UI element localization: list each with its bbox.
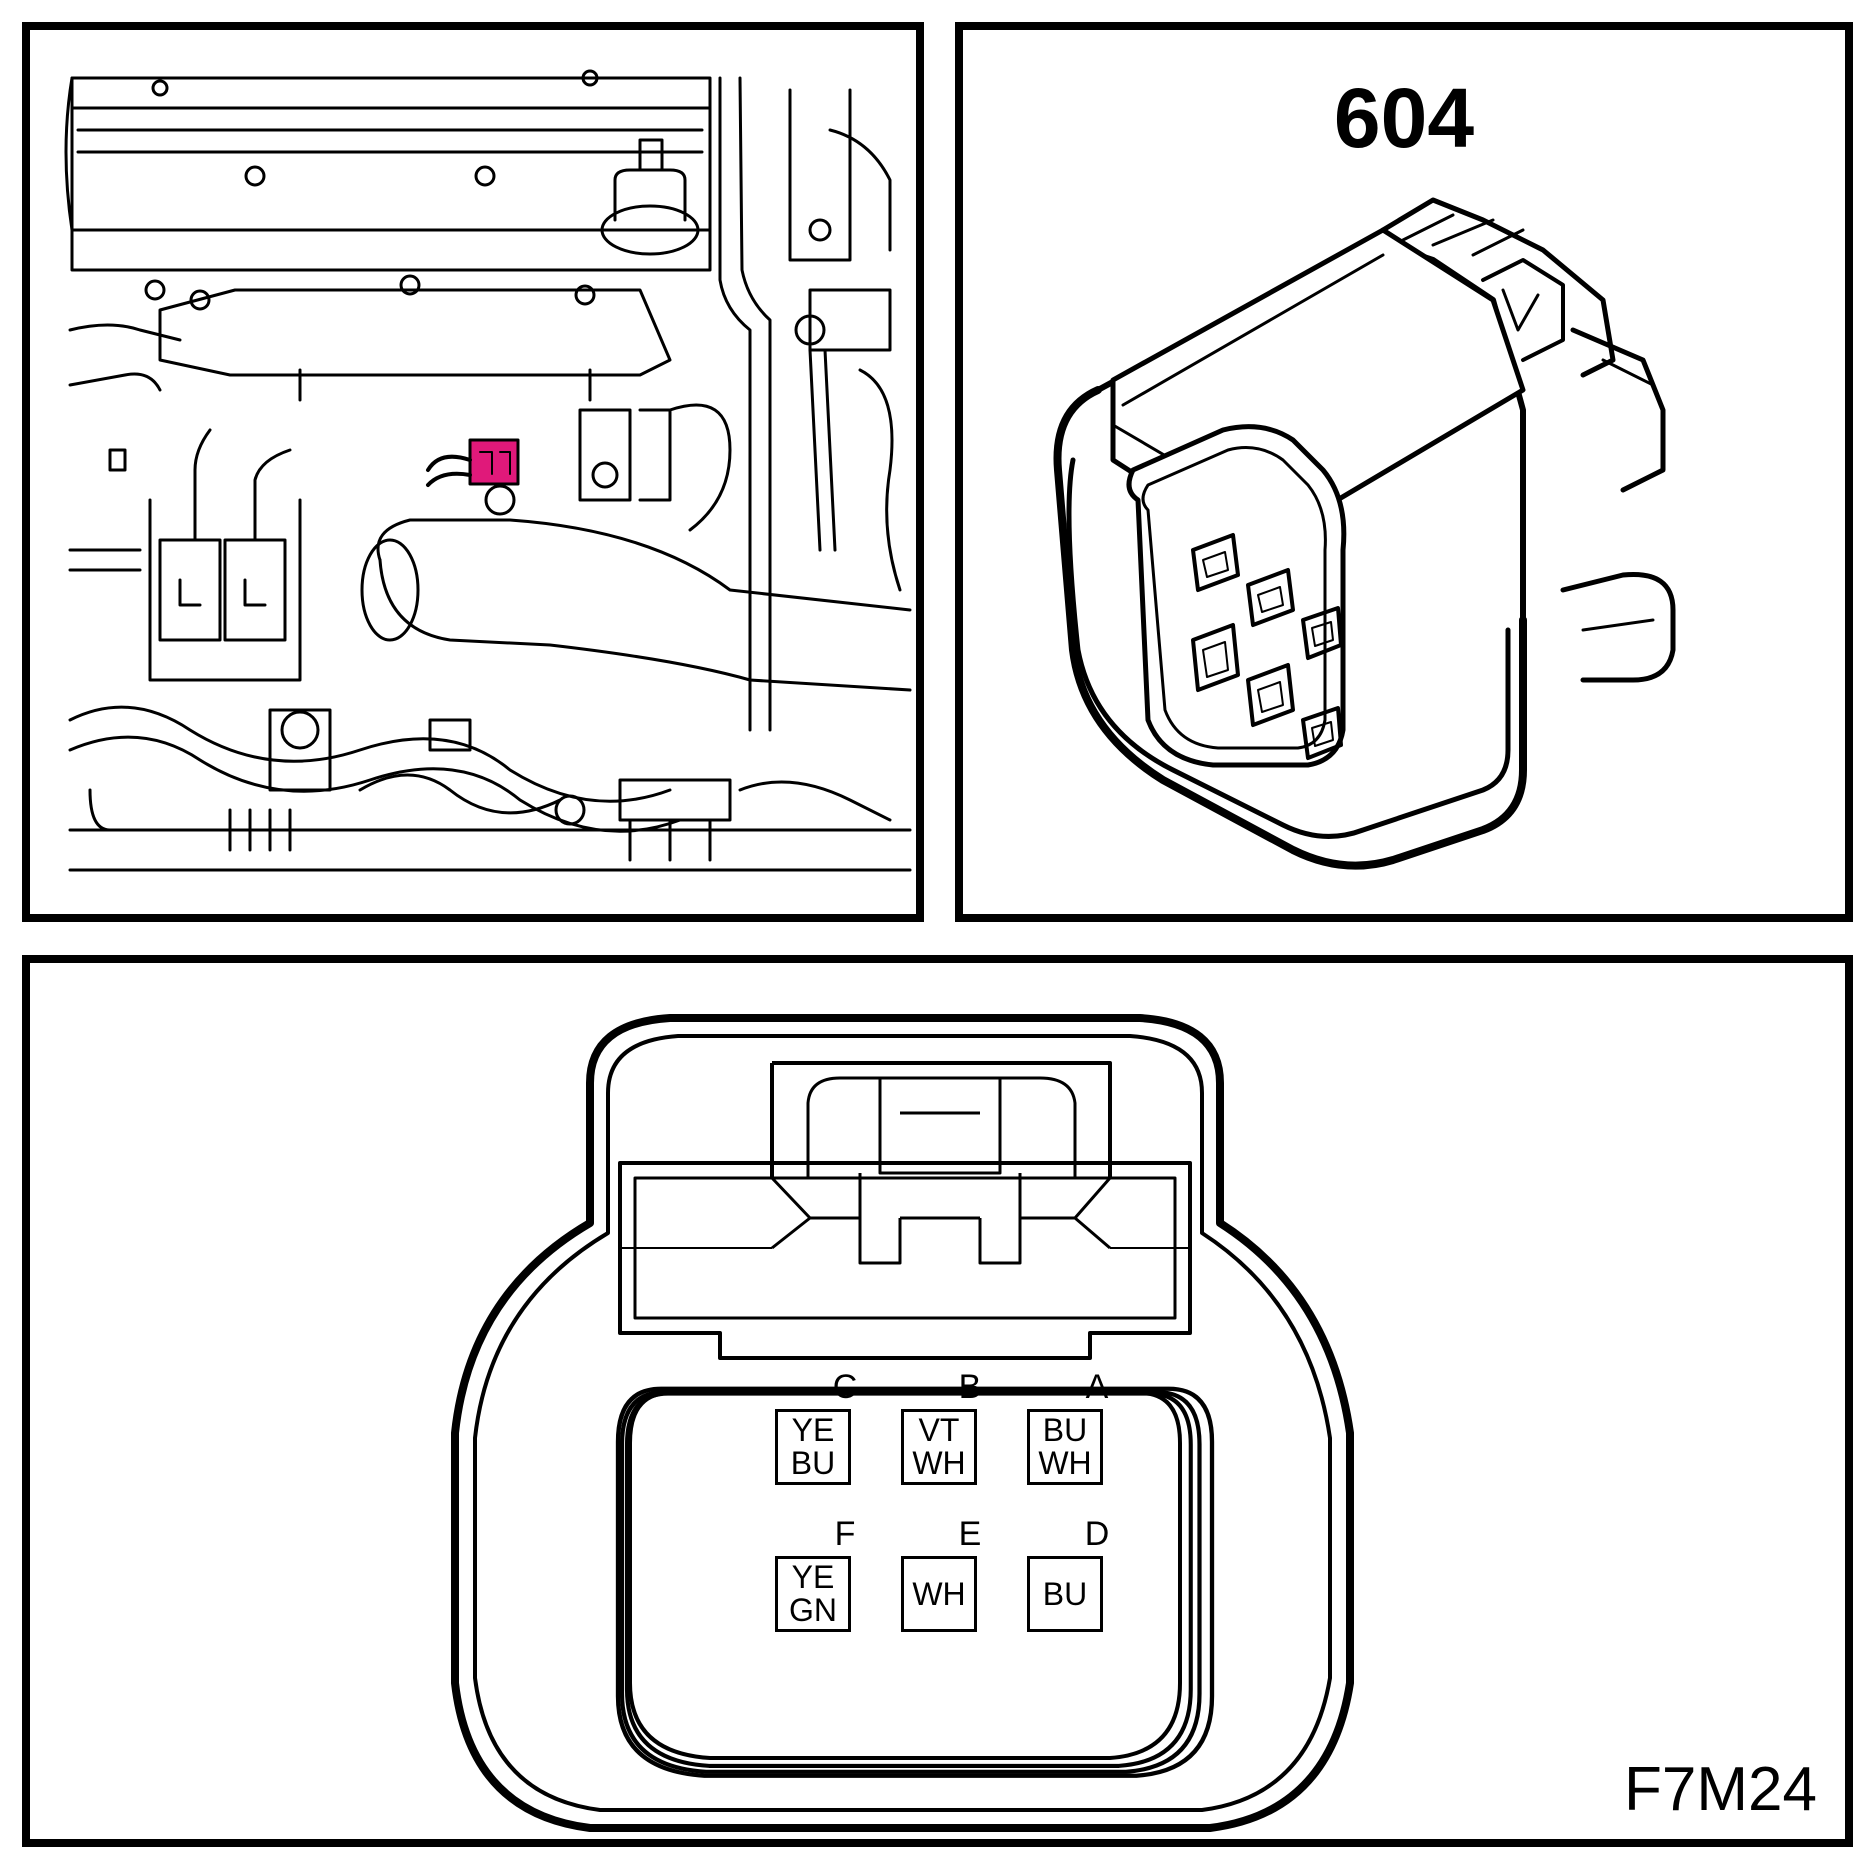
connector-id: 604	[1333, 71, 1475, 165]
pin-e-wire-color-1: WH	[912, 1575, 966, 1612]
connector-view-panel: 604	[955, 22, 1853, 922]
pinout-panel: C B A F E D YE BU VT WH BU WH YE GN WH B…	[22, 955, 1853, 1847]
pin-cavity-b: VT WH	[901, 1409, 977, 1485]
pin-cavity-c: YE BU	[775, 1409, 851, 1485]
pin-f-wire-color-2: GN	[789, 1592, 837, 1628]
pin-cavity-f: YE GN	[775, 1556, 851, 1632]
pin-letter-e: E	[958, 1515, 982, 1553]
pin-letter-b: B	[958, 1368, 982, 1406]
connector-isometric-drawing	[1053, 197, 1676, 870]
pin-a-wire-color-2: WH	[1038, 1445, 1092, 1481]
pin-c-wire-color-2: BU	[790, 1445, 836, 1481]
connector-face-outline	[451, 1014, 1354, 1832]
pin-letter-a: A	[1085, 1368, 1109, 1406]
figure-code: F7M24	[1624, 1755, 1817, 1824]
pin-cavity-a: BU WH	[1027, 1409, 1103, 1485]
pin-a-wire-color-1: BU	[1042, 1412, 1088, 1448]
pin-letter-c: C	[832, 1368, 858, 1406]
pin-letter-f: F	[834, 1515, 856, 1553]
engine-bay-illustration	[64, 69, 912, 872]
pin-b-wire-color-2: WH	[912, 1445, 966, 1481]
pin-cavity-d: BU	[1027, 1556, 1103, 1632]
engine-locator-panel	[22, 22, 924, 922]
pin-b-wire-color-1: VT	[918, 1412, 960, 1448]
pin-c-wire-color-1: YE	[791, 1412, 835, 1448]
pin-d-wire-color-1: BU	[1042, 1575, 1088, 1612]
pin-letter-d: D	[1084, 1515, 1110, 1553]
pin-f-wire-color-1: YE	[791, 1559, 835, 1595]
pin-cavity-e: WH	[901, 1556, 977, 1632]
